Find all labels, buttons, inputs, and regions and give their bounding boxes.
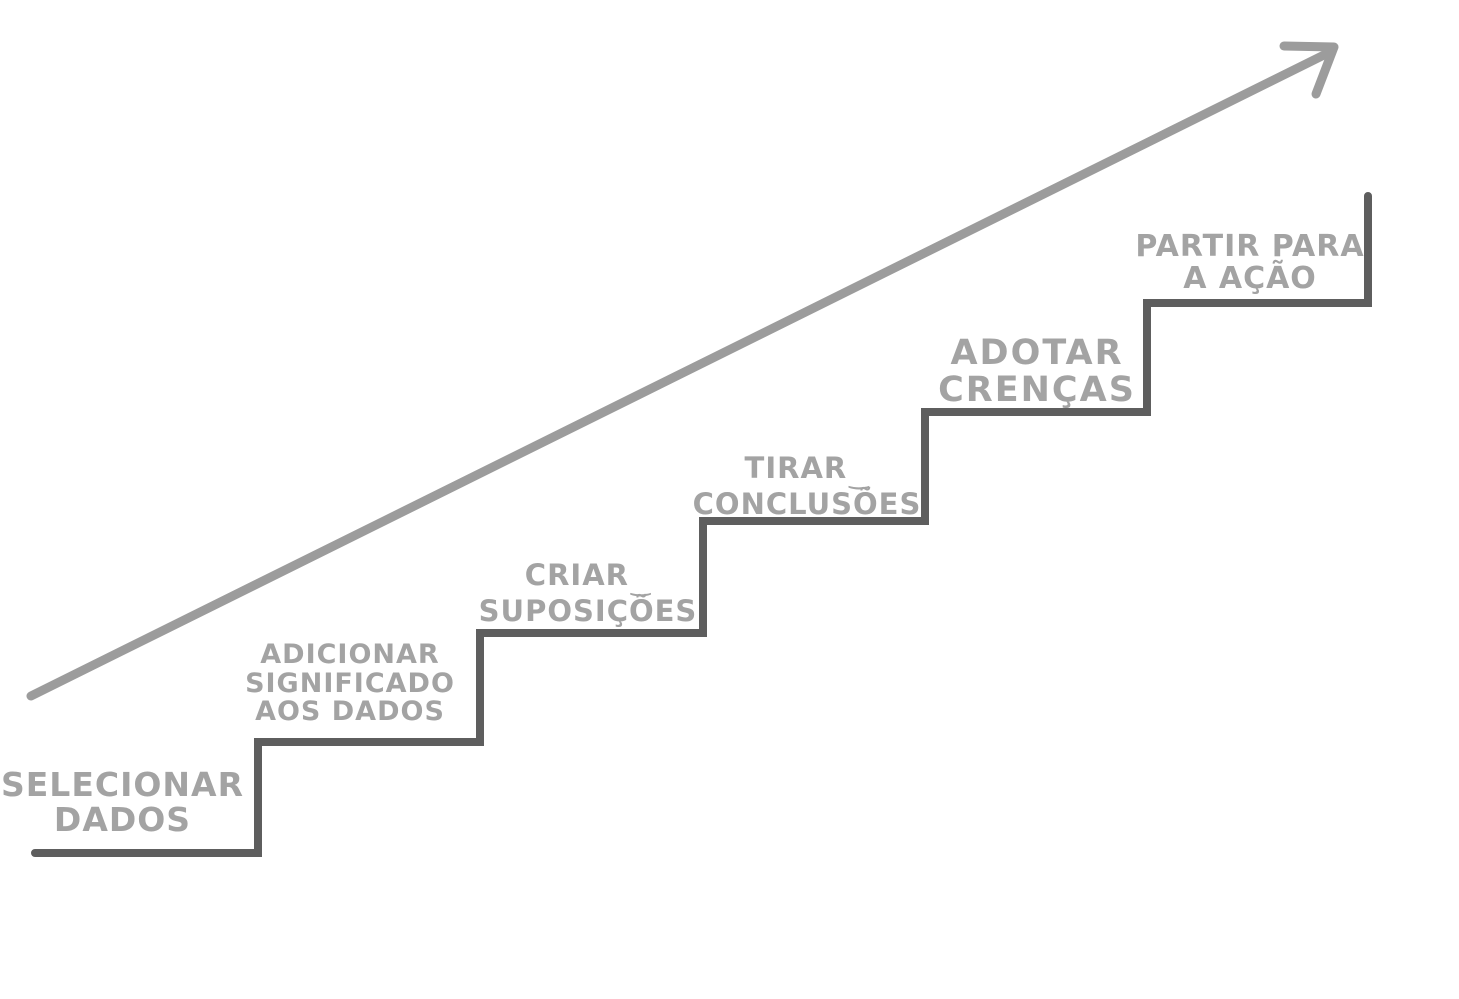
handwritten-flourish: ‿ [630, 569, 652, 597]
step-label-word: TIRAR [744, 451, 848, 485]
step-label-partir-para-acao: PARTIR PARA A AÇÃO [1125, 231, 1375, 295]
step-label-line: ADOTAR [950, 333, 1124, 373]
step-label-line: TIRAR‿ [687, 453, 927, 489]
trend-arrow-head [1279, 41, 1339, 99]
step-label-line: SELECIONAR [1, 765, 244, 804]
step-label-line: CRIAR‿ [468, 560, 708, 596]
trend-arrow-shaft [26, 48, 1333, 701]
handwritten-flourish: ‿ [849, 462, 870, 490]
step-label-tirar-conclusoes: TIRAR‿ CONCLUSÕES [687, 453, 927, 520]
step-label-line: CONCLUSÕES [692, 487, 922, 522]
step-label-selecionar-dados: SELECIONAR DADOS [0, 765, 245, 839]
step-label-line: AOS DADOS [255, 696, 445, 728]
step-label-line: SUPOSIÇÕES [478, 594, 698, 629]
step-label-criar-suposicoes: CRIAR‿ SUPOSIÇÕES [468, 560, 708, 627]
step-label-line: DADOS [53, 799, 192, 839]
step-label-line: ADICIONAR [260, 639, 440, 670]
step-label-line: CRENÇAS [938, 370, 1136, 411]
step-label-line: A AÇÃO [1183, 260, 1317, 296]
staircase-outline [31, 192, 1372, 857]
step-label-word: CRIAR [524, 558, 629, 592]
step-label-line: PARTIR PARA [1135, 229, 1365, 264]
trend-arrow [26, 41, 1339, 701]
step-label-line: SIGNIFICADO [245, 667, 455, 699]
step-label-adicionar-significado: ADICIONAR SIGNIFICADO AOS DADOS [235, 639, 465, 728]
step-label-adotar-crencas: ADOTAR CRENÇAS [917, 333, 1157, 411]
